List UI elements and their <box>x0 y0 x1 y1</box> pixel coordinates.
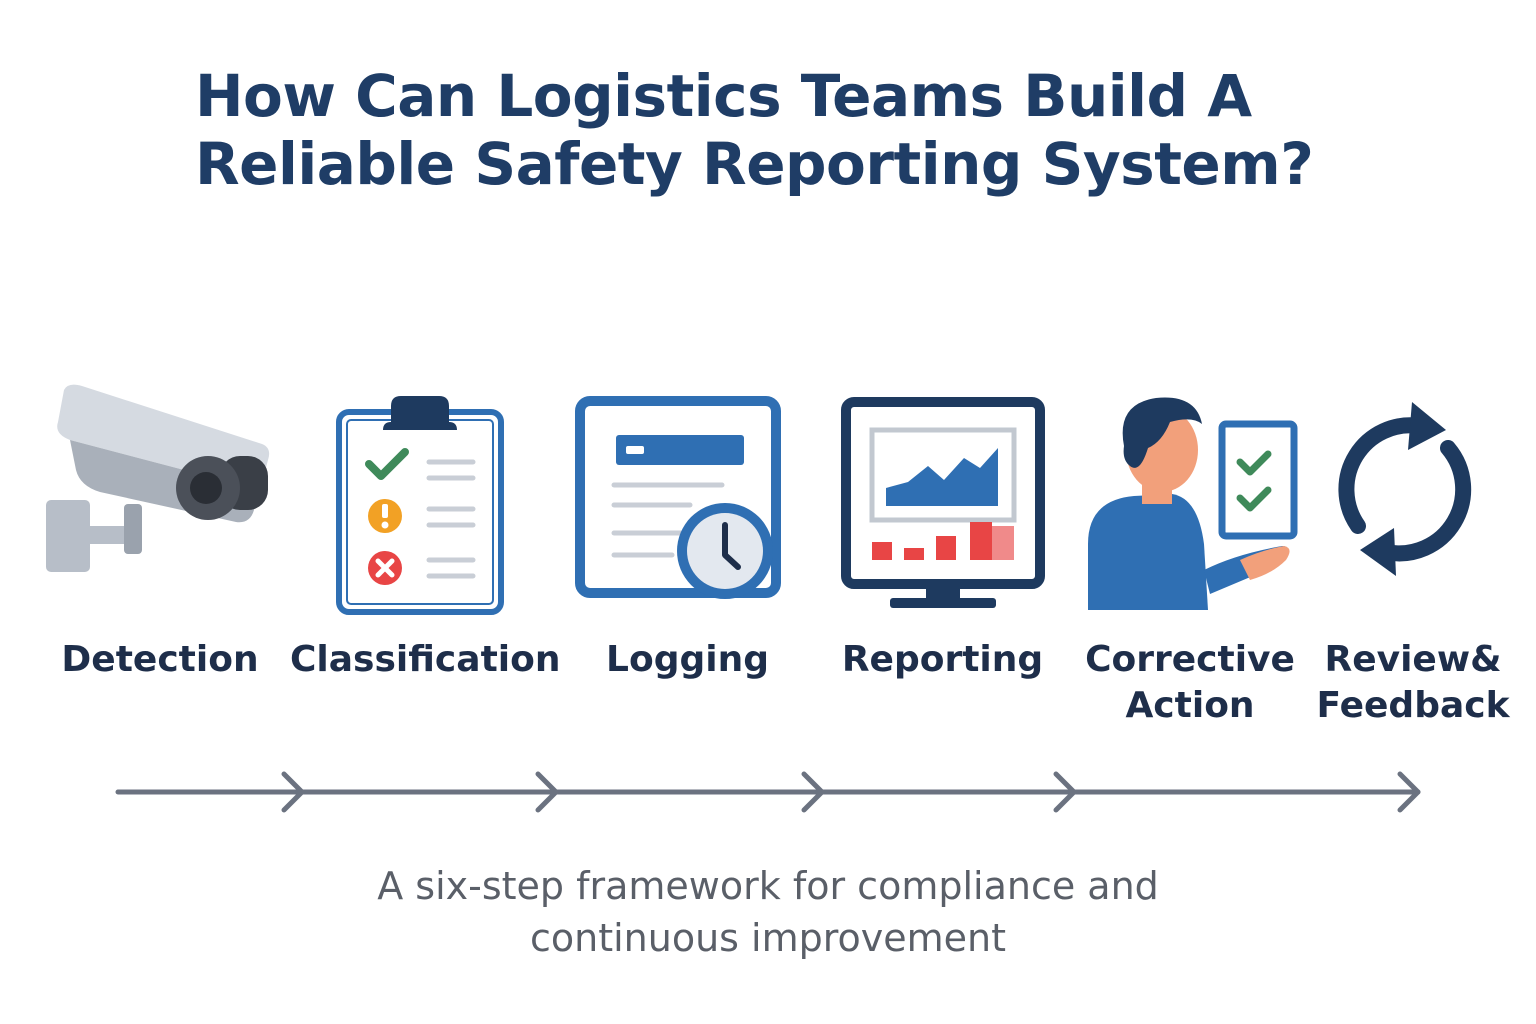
security-camera-icon <box>46 384 270 572</box>
step-label-corrective-action: Corrective Action <box>1085 639 1295 726</box>
person-checklist-icon <box>1088 397 1298 610</box>
page-title: How Can Logistics Teams Build A Reliable… <box>195 62 1395 198</box>
process-timeline-arrow <box>115 771 1421 813</box>
refresh-cycle-icon <box>1338 402 1472 576</box>
subtitle-line-1: A six-step framework for compliance and <box>377 864 1159 908</box>
timeline-chevron-1 <box>281 771 305 813</box>
clipboard-checklist-icon <box>336 396 504 615</box>
subtitle: A six-step framework for compliance and … <box>268 860 1268 964</box>
timeline-chevron-4 <box>1053 771 1077 813</box>
title-line-2: Reliable Safety Reporting System? <box>195 130 1314 198</box>
timeline-arrowhead <box>1397 771 1421 813</box>
step-label-classification: Classification <box>290 639 561 680</box>
monitor-chart-icon <box>841 397 1045 608</box>
timeline-chevron-2 <box>535 771 559 813</box>
timeline-chevron-3 <box>801 771 825 813</box>
step-label-logging: Logging <box>606 639 769 680</box>
title-line-1: How Can Logistics Teams Build A <box>195 62 1252 130</box>
document-clock-icon <box>575 396 781 599</box>
step-label-review-feedback: Review& Feedback <box>1316 639 1510 726</box>
subtitle-line-2: continuous improvement <box>529 916 1007 960</box>
step-label-reporting: Reporting <box>841 639 1044 680</box>
step-label-detection: Detection <box>61 639 259 680</box>
